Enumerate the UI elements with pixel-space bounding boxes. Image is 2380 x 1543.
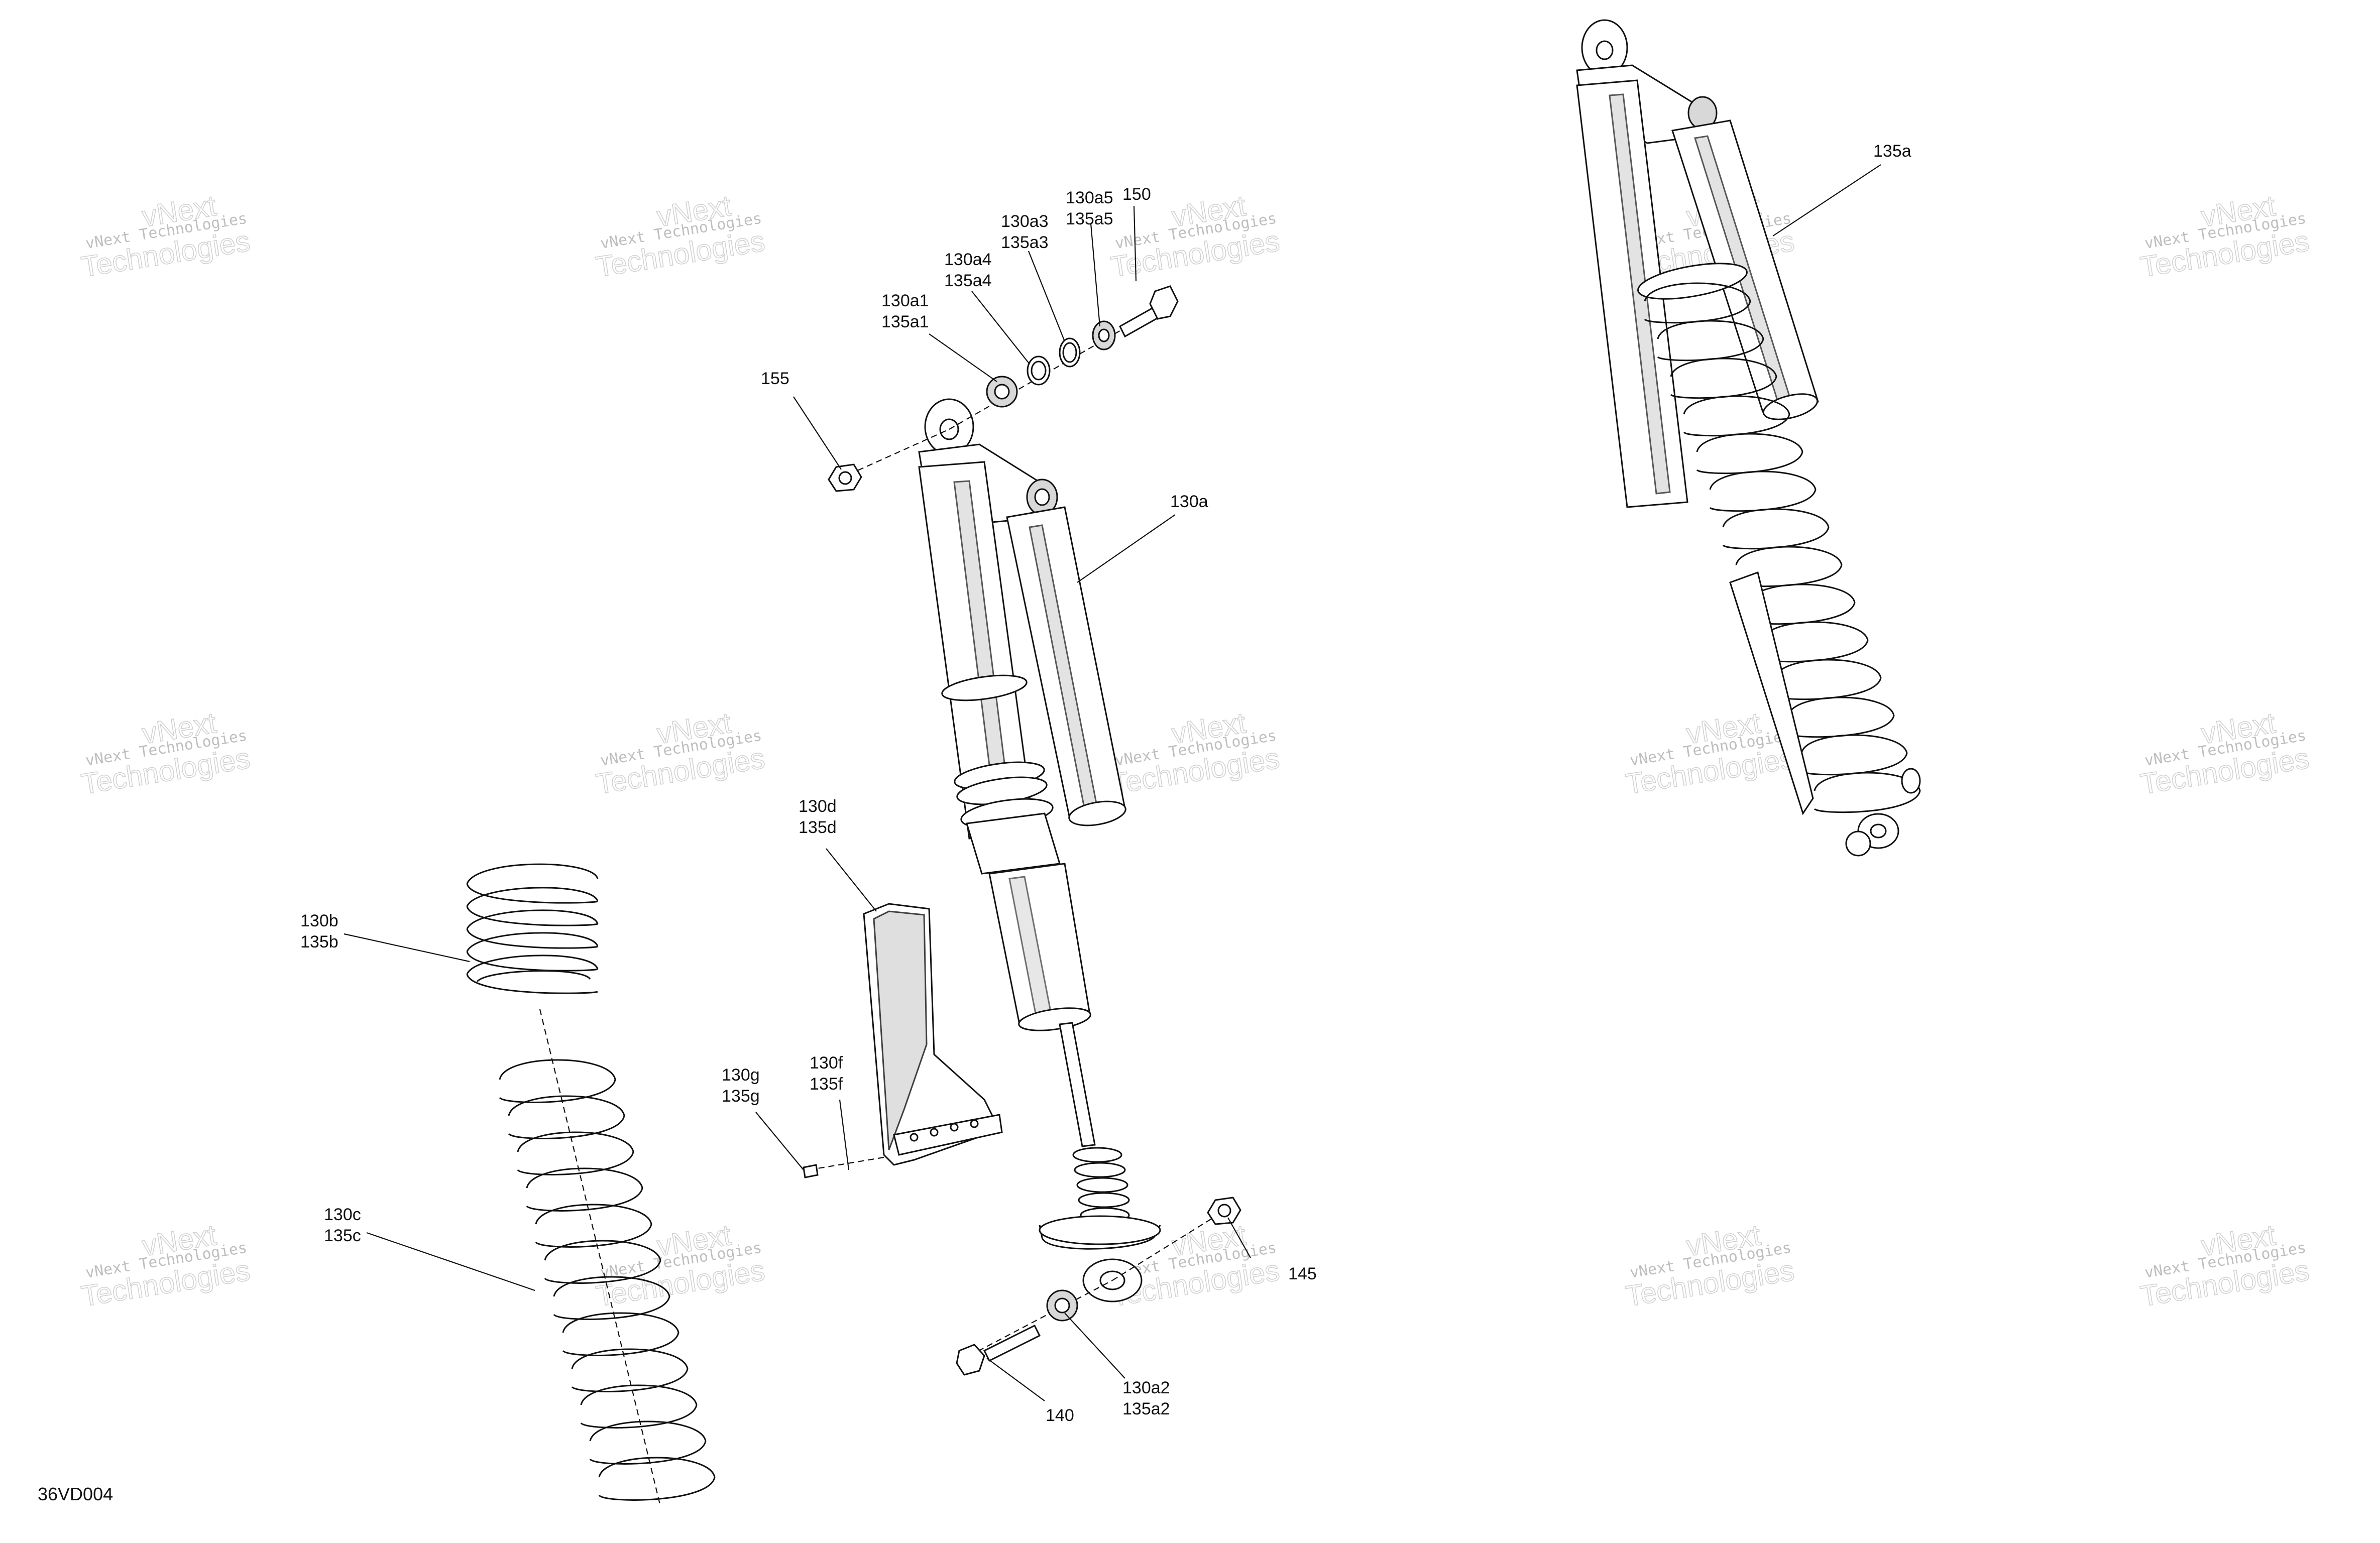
- spring-coil-turn: [562, 1312, 679, 1356]
- spring-coil-turn: [535, 1204, 652, 1248]
- spring-coil-turn: [580, 1384, 698, 1429]
- long-spring-130c: [499, 1059, 716, 1501]
- bottom-bolt-axis-2: [969, 1280, 1113, 1356]
- callout-130a1: 130a1 135a1: [881, 291, 934, 331]
- spring-coil-turn: [517, 1131, 634, 1175]
- assembled-spring-turn: [1670, 358, 1777, 399]
- spring-coil-turn: [598, 1457, 716, 1501]
- callout-140: 140: [1046, 1406, 1074, 1425]
- callout-130g: 130g 135g: [722, 1065, 764, 1106]
- spring-coil-turn: [553, 1276, 670, 1320]
- assembled-spring-turn: [1787, 696, 1895, 738]
- spring-coil-turn: [589, 1420, 707, 1465]
- assembled-spring-turn: [1735, 546, 1843, 587]
- assembled-spring-turn: [1748, 583, 1856, 625]
- callout-130c: 130c 135c: [324, 1205, 366, 1245]
- callout-130a3: 130a3 135a3: [1001, 212, 1053, 252]
- bottom-hardware: [956, 1197, 1241, 1376]
- spring-coil-turn: [499, 1059, 616, 1103]
- top-bolt-axis: [848, 428, 950, 476]
- guard-screw-axis: [808, 1154, 899, 1171]
- callout-135a: 135a: [1873, 142, 1911, 161]
- drawing-reference-code: 36VD004: [38, 1484, 113, 1504]
- assembled-spring-turn: [1683, 395, 1790, 437]
- spring-axis-line: [539, 1009, 661, 1507]
- assembled-spring-turn: [1709, 470, 1817, 512]
- spring-coil-turn: [508, 1095, 625, 1139]
- leader-lines: [344, 164, 1881, 1401]
- callout-130a4: 130a4 135a4: [944, 250, 996, 290]
- assembled-spring-turn: [1800, 734, 1908, 776]
- assembled-spring-turn: [1644, 282, 1751, 324]
- callout-130a5: 130a5 135a5: [1066, 188, 1118, 228]
- assembled-spring-turn: [1774, 659, 1882, 700]
- callout-130b: 130b 135b: [300, 911, 343, 952]
- callout-150: 150: [1122, 185, 1151, 204]
- top-hardware: [828, 285, 1179, 492]
- shock-guard-130d: [803, 903, 1003, 1178]
- callout-145: 145: [1288, 1264, 1317, 1283]
- callout-155: 155: [761, 369, 789, 388]
- assembled-shock-135a: [1576, 19, 1921, 857]
- assembled-spring-turn: [1657, 320, 1764, 362]
- assembled-spring-turn: [1696, 433, 1803, 474]
- callout-130a2: 130a2 135a2: [1122, 1378, 1175, 1418]
- callout-130d: 130d 135d: [799, 797, 841, 837]
- callout-labels: 155 130a1 135a1 130a4 135a4 130a3 135a3 …: [300, 142, 1911, 1425]
- spring-coil-turn: [544, 1240, 661, 1284]
- assembled-spring-turn: [1814, 772, 1921, 813]
- callout-130f: 130f 135f: [810, 1053, 848, 1094]
- assembled-spring-turn: [1722, 508, 1830, 550]
- bottom-bolt-axis: [1112, 1210, 1226, 1281]
- shock-absorber-130a: [918, 398, 1161, 1302]
- short-spring-130b: [466, 863, 599, 994]
- assembled-spring-turn: [1761, 621, 1869, 663]
- callout-130a: 130a: [1170, 492, 1208, 511]
- spring-coil-turn: [571, 1348, 689, 1392]
- spring-coil-turn: [526, 1167, 643, 1212]
